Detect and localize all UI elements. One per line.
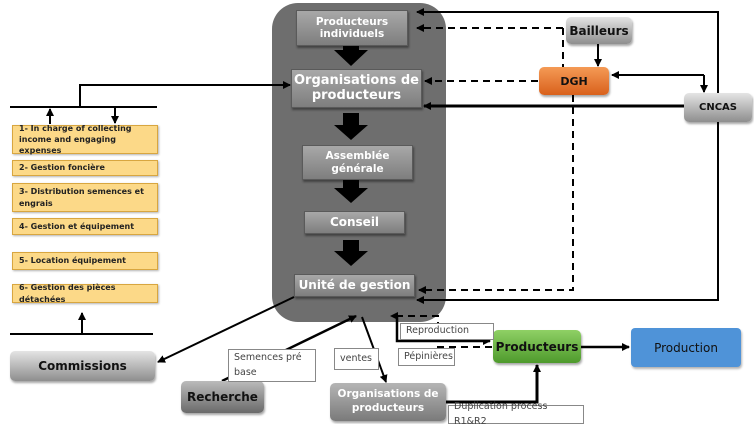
label-text: Duplication process R1&R2: [454, 401, 548, 424]
arrow-org-producteurs: [446, 364, 541, 404]
bottom-organisations-box[interactable]: Organisations de producteurs: [330, 383, 446, 421]
task-label: 5- Location équipement: [19, 256, 126, 266]
task-6: 6- Gestion des pièces détachées: [12, 283, 158, 304]
duplication-label: Duplication process R1&R2: [448, 401, 584, 424]
arrow-unite-commissions: [157, 296, 295, 363]
arrow-loop-bottom: [416, 100, 719, 304]
bailleurs-box[interactable]: Bailleurs: [566, 17, 632, 44]
producteurs-individuels-box[interactable]: Producteurs individuels: [296, 10, 408, 46]
dgh-box[interactable]: DGH: [539, 67, 609, 95]
dashed-dgh-unite: [418, 95, 574, 294]
unite-de-gestion-box[interactable]: Unité de gestion: [294, 274, 415, 297]
task-5: 5- Location équipement: [12, 252, 158, 270]
ventes-label: ventes: [334, 348, 379, 370]
box-label: Bailleurs: [569, 23, 629, 38]
task-3: 3- Distribution semences et engrais: [12, 183, 158, 212]
producteurs-box[interactable]: Producteurs: [493, 330, 581, 363]
box-label: Organisations de producteurs: [293, 72, 419, 103]
box-label: Recherche: [187, 390, 258, 404]
label-text: Semences pré base: [234, 352, 302, 378]
arrow-loop-top: [416, 8, 719, 100]
dashed-pepinieres: [390, 312, 492, 348]
box-label: Organisations de producteurs: [337, 388, 439, 414]
conseil-box[interactable]: Conseil: [304, 211, 405, 234]
task-label: 6- Gestion des pièces détachées: [19, 283, 116, 304]
box-label: Unité de gestion: [298, 277, 411, 292]
box-label: CNCAS: [699, 102, 737, 113]
block-arrows: [334, 38, 368, 266]
recherche-box[interactable]: Recherche: [181, 381, 264, 413]
cncas-box[interactable]: CNCAS: [684, 93, 752, 122]
task-label: 4- Gestion et équipement: [19, 221, 135, 231]
production-box[interactable]: Production: [631, 328, 741, 367]
box-label: Production: [654, 340, 718, 355]
semences-label: Semences pré base: [228, 349, 316, 382]
task-1: 1- In charge of collecting income and en…: [12, 123, 158, 156]
reproduction-label: Reproduction: [400, 323, 494, 340]
task-label: 3- Distribution semences et engrais: [19, 187, 144, 208]
arrow-reproduction: [395, 316, 491, 345]
label-text: Pépinières: [404, 350, 453, 362]
box-label: Conseil: [329, 214, 380, 229]
assemblee-generale-box[interactable]: Assemblée générale: [302, 145, 413, 180]
label-text: ventes: [340, 352, 373, 364]
commissions-box[interactable]: Commissions: [10, 351, 155, 381]
pepinieres-label: Pépinières: [398, 348, 455, 366]
box-label: DGH: [560, 74, 588, 88]
label-text: Reproduction: [406, 325, 470, 337]
box-label: Producteurs: [495, 339, 579, 354]
arrow-commissions-org: [79, 81, 291, 107]
task-4: 4- Gestion et équipement: [12, 218, 158, 235]
task-2: 2- Gestion foncière: [12, 160, 158, 176]
organisations-producteurs-box[interactable]: Organisations de producteurs: [291, 69, 422, 108]
task-label: 2- Gestion foncière: [19, 163, 105, 173]
box-label: Assemblée générale: [325, 150, 390, 175]
task-label: 1- In charge of collecting income and en…: [19, 123, 132, 156]
box-label: Producteurs individuels: [315, 15, 389, 40]
box-label: Commissions: [38, 359, 127, 373]
